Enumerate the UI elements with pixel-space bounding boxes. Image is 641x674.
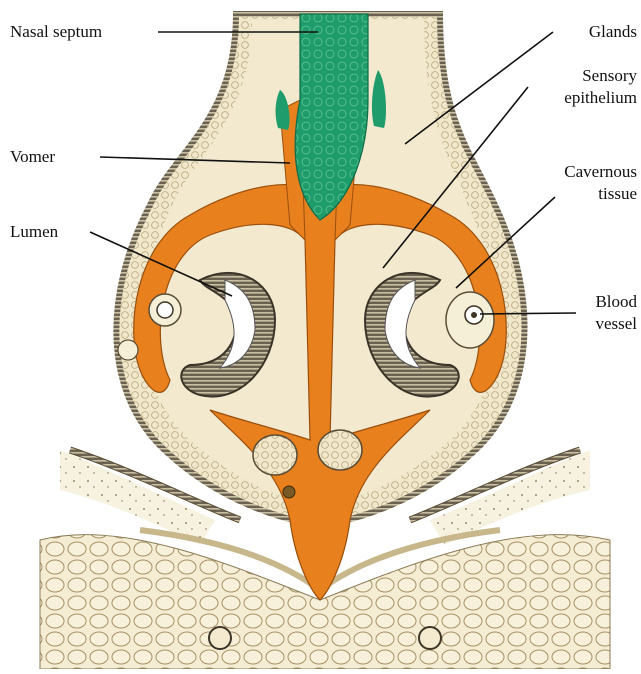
label-lumen: Lumen bbox=[10, 221, 58, 243]
label-blood-vessel: Blood vessel bbox=[595, 291, 637, 335]
label-glands: Glands bbox=[589, 21, 637, 43]
label-cavernous-tissue-line2: tissue bbox=[564, 183, 637, 205]
label-sensory-epithelium: Sensory epithelium bbox=[564, 65, 637, 109]
label-cavernous-tissue: Cavernous tissue bbox=[564, 161, 637, 205]
label-blood-vessel-line2: vessel bbox=[595, 313, 637, 335]
label-blood-vessel-line1: Blood bbox=[595, 291, 637, 313]
label-nasal-septum: Nasal septum bbox=[10, 21, 102, 43]
leader-blood-vessel bbox=[480, 313, 576, 314]
label-cavernous-tissue-line1: Cavernous bbox=[564, 161, 637, 183]
label-sensory-epithelium-line2: epithelium bbox=[564, 87, 637, 109]
label-vomer: Vomer bbox=[10, 146, 55, 168]
label-sensory-epithelium-line1: Sensory bbox=[564, 65, 637, 87]
